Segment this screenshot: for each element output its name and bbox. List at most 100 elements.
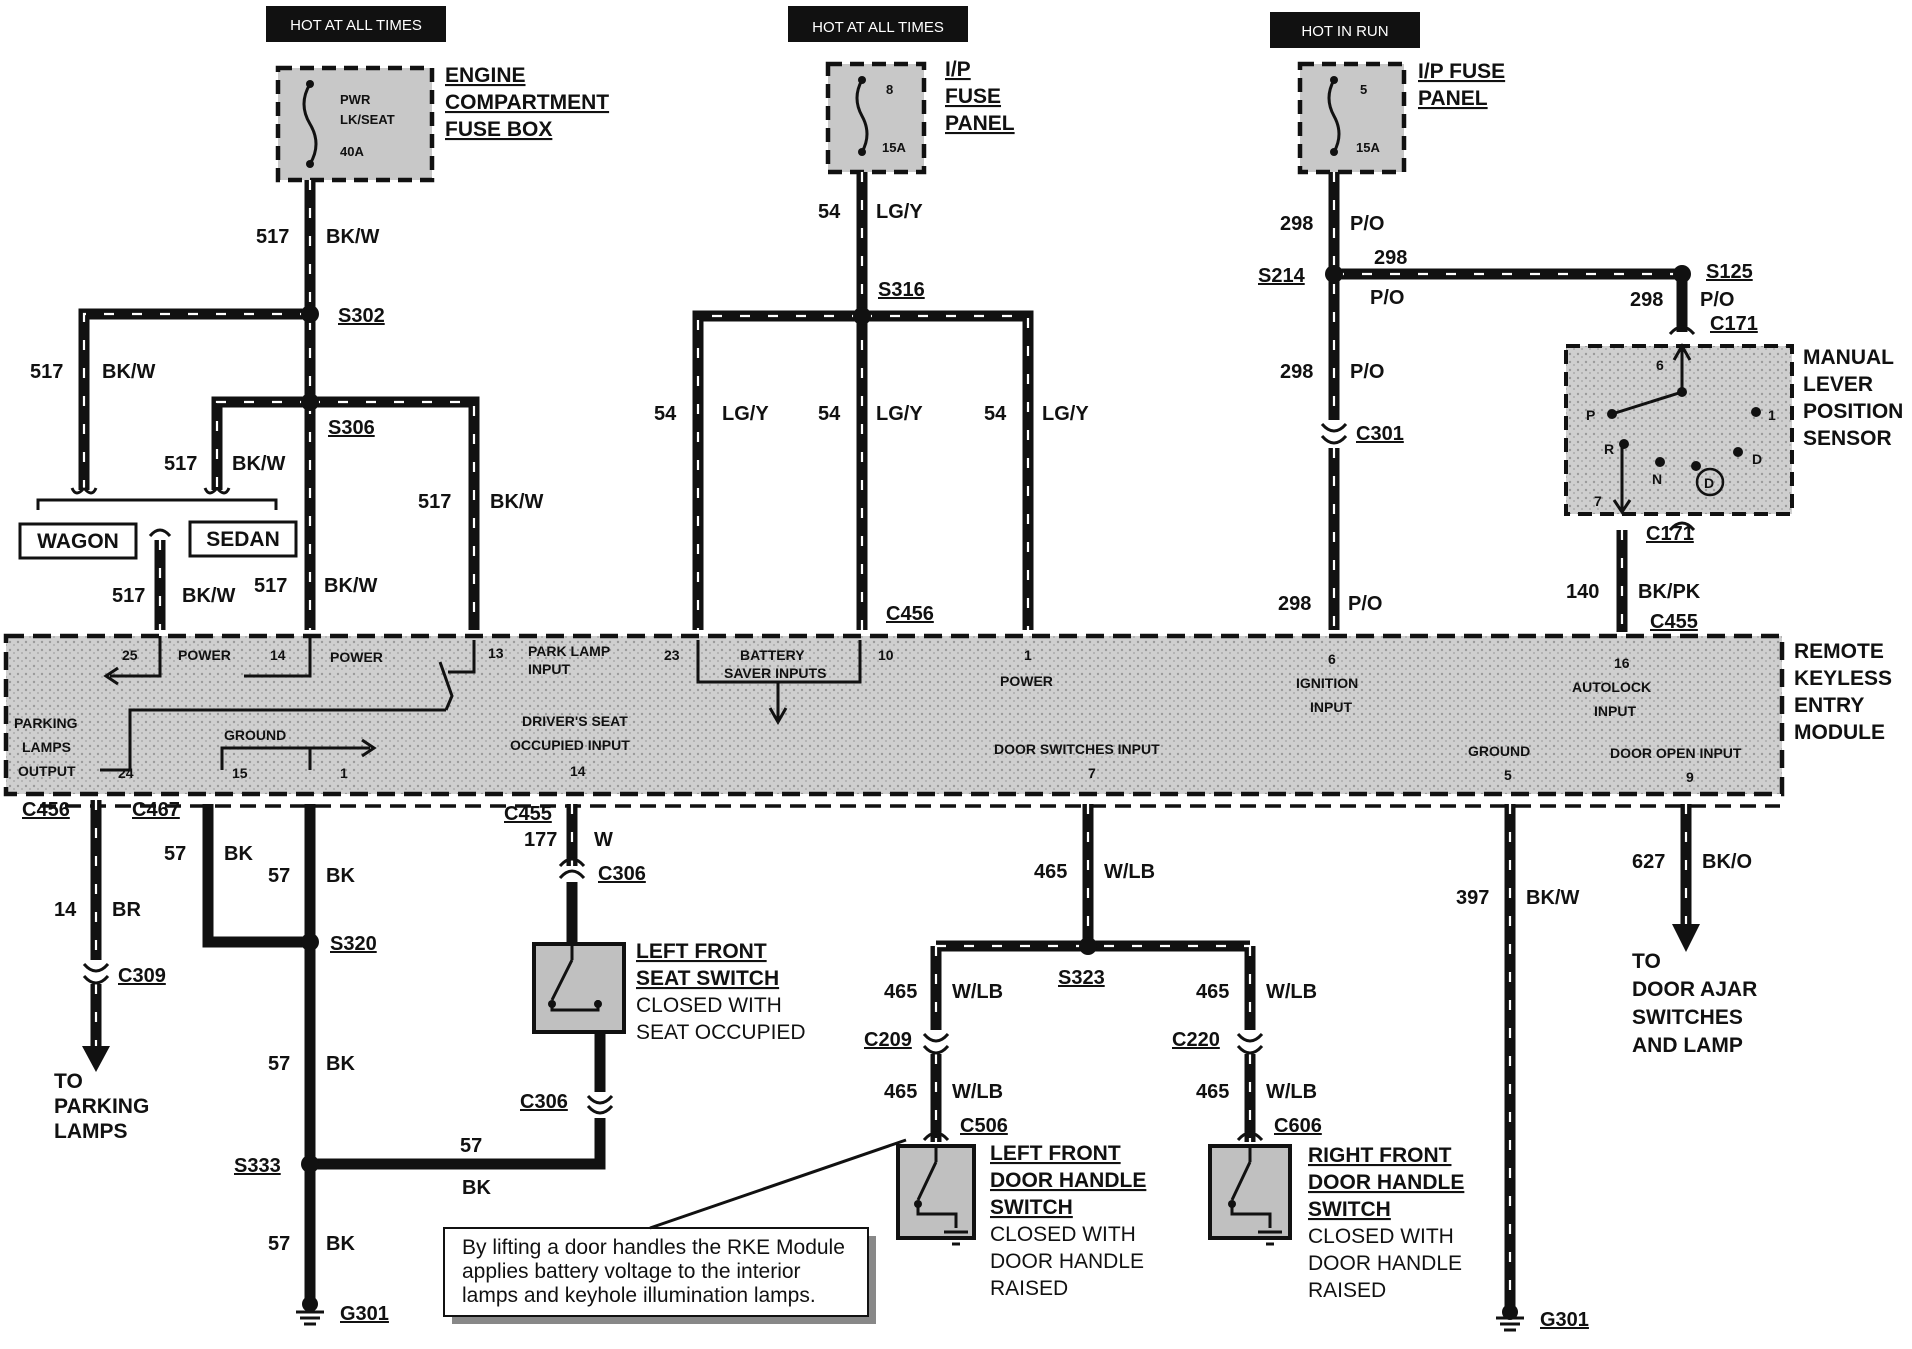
- fuse-3-title-2: PANEL: [1418, 87, 1488, 110]
- c220-connector-icon: [1236, 1032, 1264, 1055]
- door-switches-label: DOOR SWITCHES INPUT: [994, 741, 1160, 757]
- node-c301: C301: [1356, 423, 1404, 445]
- fuse-ip-panel-5: 5 15A I/P FUSE PANEL: [1297, 60, 1505, 175]
- lf-door-switch-contact-icon: [916, 1146, 958, 1228]
- label-517-1: 517: [256, 226, 289, 248]
- dest-ajar-3: SWITCHES: [1632, 1006, 1743, 1029]
- pin-24: 24: [118, 765, 134, 781]
- drivers-seat-label-2: OCCUPIED INPUT: [510, 737, 630, 753]
- wagon-sedan-option: WAGON SEDAN: [18, 487, 298, 560]
- park-lamp-label-1: PARK LAMP: [528, 643, 610, 659]
- c306-top-connector-icon: [558, 857, 586, 880]
- fuse-2-element-icon: [855, 79, 869, 153]
- autolock-label-1: AUTOLOCK: [1572, 679, 1651, 695]
- manual-lever-position-sensor: P R N D D 1 6 7 MANUAL LEVER POSITION SE…: [1564, 342, 1903, 516]
- wire-labels: 517 BK/W 517 BK/W 517 BK/W 517 BK/W 517 …: [30, 201, 1752, 1255]
- sensor-d: D: [1752, 451, 1762, 467]
- label-54-3: 54: [818, 403, 841, 425]
- rke-module: REMOTE KEYLESS ENTRY MODULE 25 POWER 14 …: [3, 633, 1892, 797]
- label-po-2: P/O: [1370, 287, 1404, 309]
- label-po-3: P/O: [1700, 289, 1734, 311]
- hot-label-3: HOT IN RUN: [1270, 12, 1420, 48]
- lfss-desc-2: SEAT OCCUPIED: [636, 1021, 806, 1044]
- rfdh-title-1: RIGHT FRONT: [1308, 1144, 1452, 1167]
- label-57-5: 57: [268, 1233, 290, 1255]
- label-bkw-4: BK/W: [490, 491, 543, 513]
- dest-ajar-1: TO: [1632, 950, 1661, 973]
- label-bk-1: BK: [224, 843, 253, 865]
- wire-57-ground-tree: [202, 804, 606, 1326]
- label-140: 140: [1566, 581, 1599, 603]
- sensor-pin-7: 7: [1594, 493, 1602, 509]
- pin-7: 7: [1088, 765, 1096, 781]
- label-bko: BK/O: [1702, 851, 1752, 873]
- ground-g301-right-icon: [1496, 1316, 1524, 1332]
- rf-door-switch-contact-icon: [1230, 1146, 1272, 1228]
- door-open-label: DOOR OPEN INPUT: [1610, 745, 1742, 761]
- right-front-door-handle-switch: [1208, 1144, 1292, 1246]
- pin-6: 6: [1328, 651, 1336, 667]
- module-title-1: REMOTE: [1794, 640, 1884, 663]
- label-po-1: P/O: [1350, 213, 1384, 235]
- left-front-seat-switch: [532, 942, 626, 1034]
- battery-saver-label-1: BATTERY: [740, 647, 805, 663]
- lfss-desc-1: CLOSED WITH: [636, 994, 782, 1017]
- rfdh-desc-2: DOOR HANDLE: [1308, 1252, 1462, 1275]
- pin-13: 13: [488, 645, 504, 661]
- label-po-4: P/O: [1350, 361, 1384, 383]
- lf-door-ground-icon: [944, 1230, 968, 1246]
- power-label-3: POWER: [1000, 673, 1053, 689]
- label-14: 14: [54, 899, 77, 921]
- wire-140: [1616, 521, 1696, 632]
- label-54-1: 54: [818, 201, 841, 223]
- label-54-4: 54: [984, 403, 1007, 425]
- fuse-1-rating: 40A: [340, 144, 364, 159]
- arrow-to-parking-lamps-icon: [82, 1046, 110, 1072]
- ground-label-1: GROUND: [224, 727, 286, 743]
- park-lamp-label-2: INPUT: [528, 661, 570, 677]
- label-bkw-1: BK/W: [326, 226, 379, 248]
- ignition-label-2: INPUT: [1310, 699, 1352, 715]
- lfdh-desc-3: RAISED: [990, 1277, 1068, 1300]
- node-c456-top: C456: [886, 603, 934, 625]
- pin-5: 5: [1504, 767, 1512, 783]
- label-177: 177: [524, 829, 557, 851]
- pin-10: 10: [878, 647, 894, 663]
- label-465-1: 465: [1034, 861, 1067, 883]
- label-wlb-1: W/LB: [1104, 861, 1155, 883]
- label-298-3: 298: [1630, 289, 1663, 311]
- pin-14-seat: 14: [570, 763, 586, 779]
- label-298-4: 298: [1280, 361, 1313, 383]
- sensor-p: P: [1586, 407, 1595, 423]
- fuse-1-line2: LK/SEAT: [340, 112, 395, 127]
- module-title-3: ENTRY: [1794, 694, 1864, 717]
- wire-298-tree: [1320, 172, 1696, 630]
- node-labels: S302 S306 S316 S214 S125 C171 C301 C171 …: [22, 261, 1758, 1331]
- sedan-label: SEDAN: [206, 528, 280, 551]
- node-c306-top: C306: [598, 863, 646, 885]
- hot-label-1-text: HOT AT ALL TIMES: [290, 17, 422, 34]
- node-c306-bottom: C306: [520, 1091, 568, 1113]
- node-c309: C309: [118, 965, 166, 987]
- c301-connector-icon: [1320, 422, 1348, 445]
- sensor-pin-1: 1: [1768, 407, 1776, 423]
- sensor-n: N: [1652, 471, 1662, 487]
- label-lgy-3: LG/Y: [876, 403, 923, 425]
- label-w: W: [594, 829, 613, 851]
- c306-bottom-connector-icon: [586, 1094, 614, 1115]
- fuse-1-element-icon: [302, 83, 318, 165]
- drive-position-circle: [1695, 467, 1725, 497]
- sensor-pin-6: 6: [1656, 357, 1664, 373]
- label-465-5: 465: [1196, 1081, 1229, 1103]
- note-line-1: By lifting a door handles the RKE Module: [462, 1236, 845, 1259]
- sensor-title-3: POSITION: [1803, 400, 1903, 423]
- wire-54-tree: [692, 172, 1034, 630]
- fuse-1-title-2: COMPARTMENT: [445, 91, 609, 114]
- fuse-3-element-icon: [1327, 79, 1341, 153]
- node-s323: S323: [1058, 967, 1105, 989]
- lfdh-desc-1: CLOSED WITH: [990, 1223, 1136, 1246]
- pin-23: 23: [664, 647, 680, 663]
- node-s306: S306: [328, 417, 375, 439]
